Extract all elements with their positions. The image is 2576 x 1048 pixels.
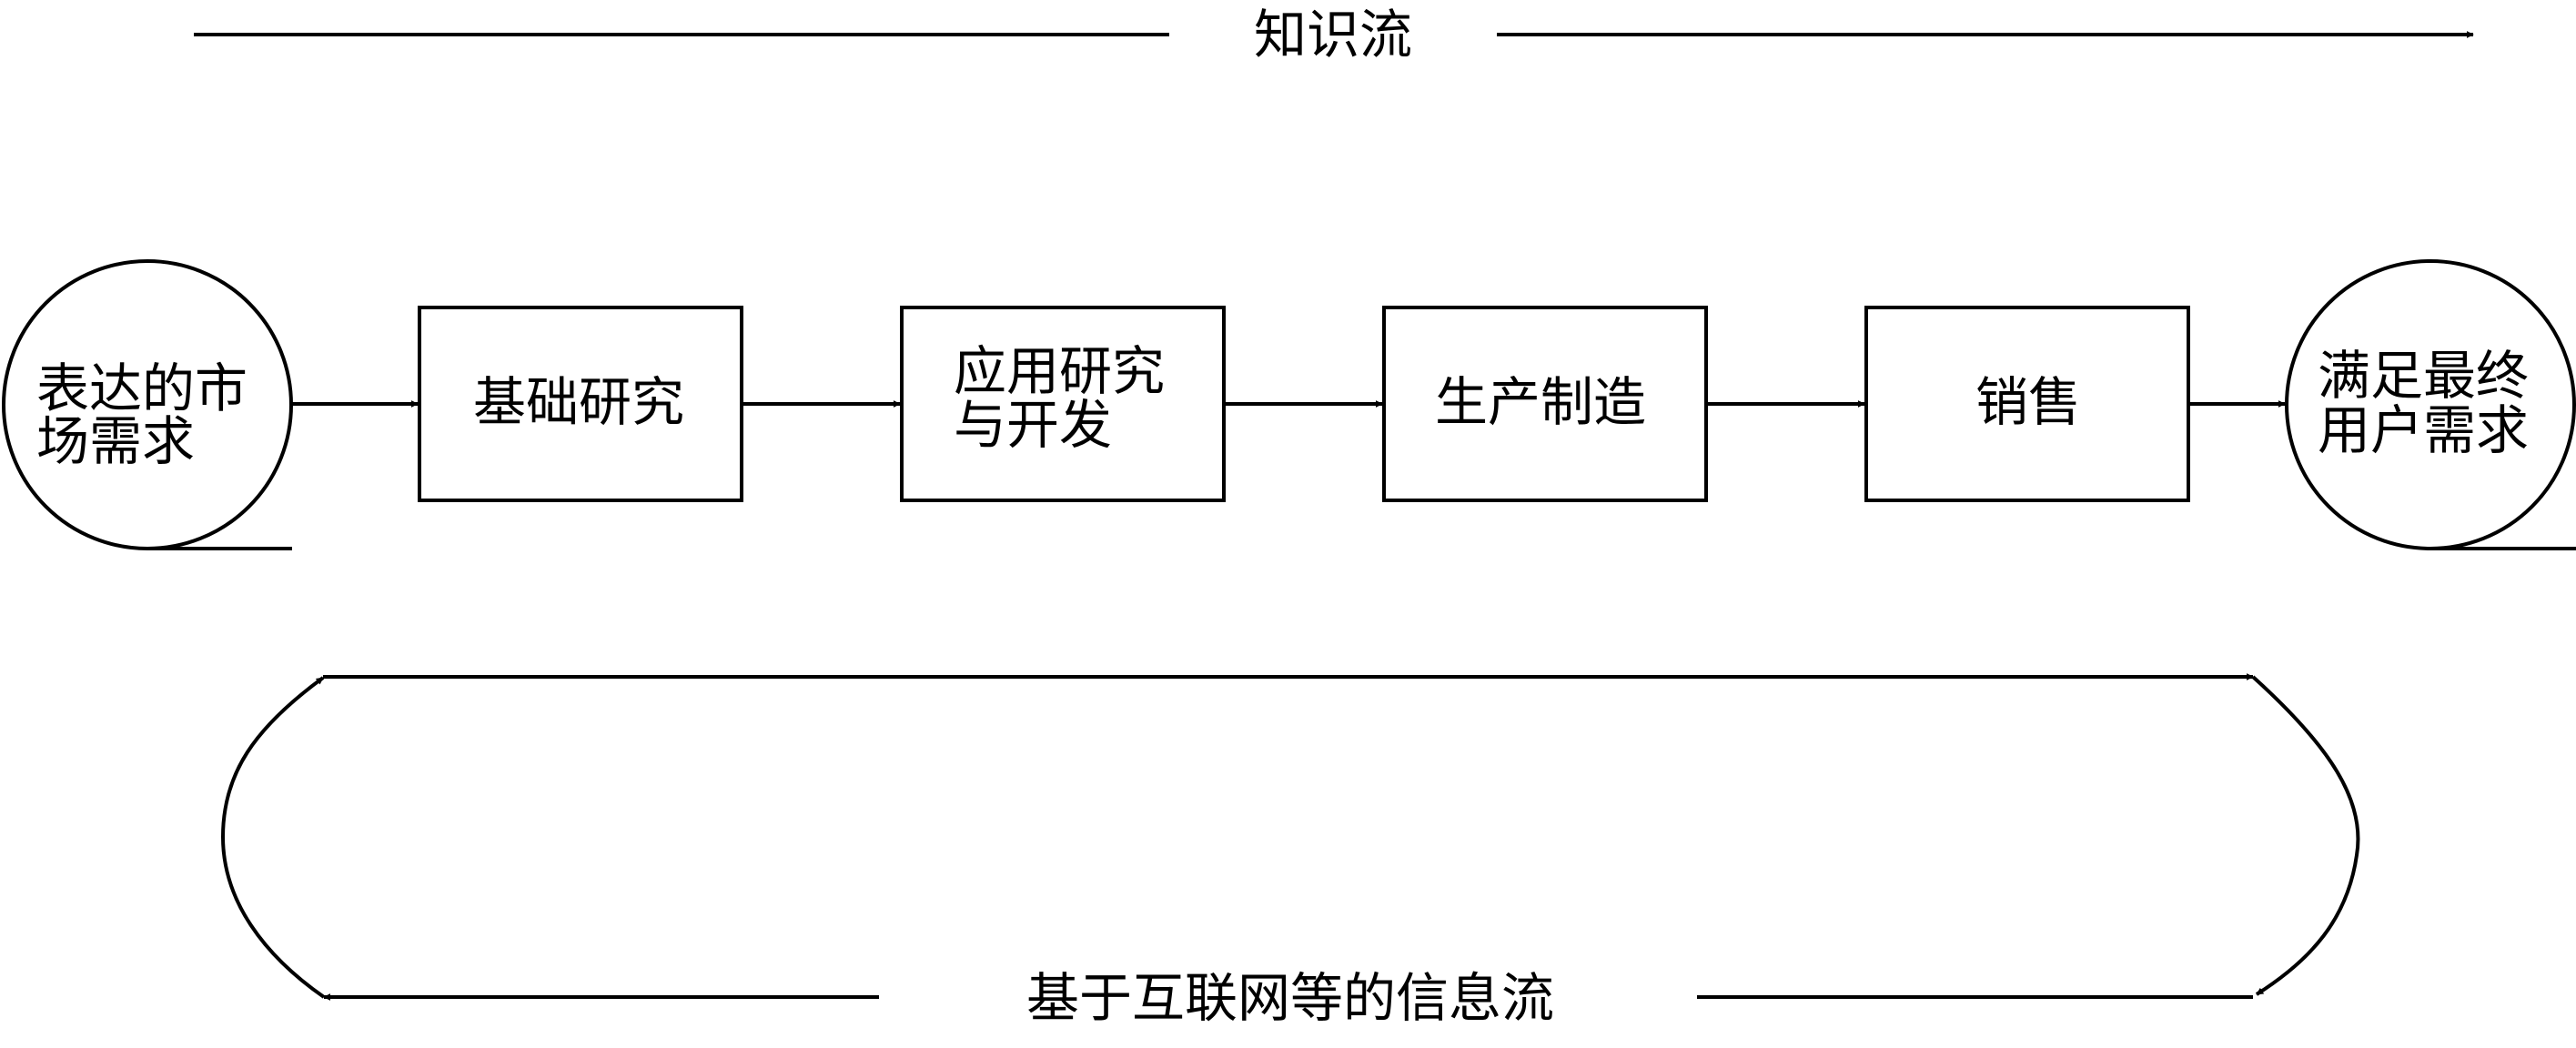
knowledge-flow: 知识流: [194, 4, 2474, 66]
start-node-market-demand: 表达的市 场需求: [2, 259, 293, 550]
end-node-label-line1: 满足最终: [2318, 345, 2529, 407]
step-applied-research: 应用研究 与开发: [900, 306, 1226, 502]
step-label-line2: 与开发: [954, 394, 1112, 456]
info-loop-left-curve: [220, 676, 326, 999]
information-flow-label: 基于互联网等的信息流: [1026, 967, 1554, 1029]
info-loop-right-curve: [2251, 675, 2360, 996]
step-label-line1: 应用研究: [954, 340, 1165, 402]
start-node-label-line1: 表达的市: [36, 358, 247, 419]
step-sales: 销售: [1864, 306, 2190, 502]
step-label: 销售: [1975, 371, 2081, 433]
end-node-label-line2: 用户需求: [2318, 399, 2529, 461]
step-manufacturing: 生产制造: [1382, 306, 1708, 502]
step-basic-research: 基础研究: [418, 306, 743, 502]
knowledge-flow-label: 知识流: [1254, 4, 1412, 66]
information-flow-loop: 基于互联网等的信息流: [220, 673, 2360, 1029]
end-node-user-needs: 满足最终 用户需求: [2285, 259, 2576, 550]
step-label: 生产制造: [1435, 371, 1646, 433]
step-label: 基础研究: [473, 371, 684, 433]
start-node-label-line2: 场需求: [36, 410, 195, 472]
